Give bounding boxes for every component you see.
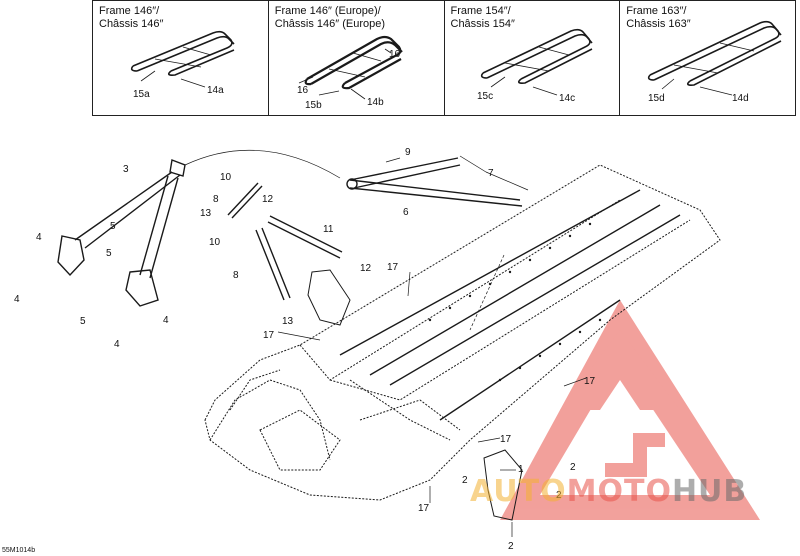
- callout-7: 7: [488, 168, 494, 179]
- mount-brackets: [307, 269, 523, 521]
- upper-column: [346, 157, 523, 207]
- steering-support: [57, 159, 186, 307]
- frame-title: Frame 146″/ Châssis 146″: [99, 5, 164, 30]
- callout-2: 2: [556, 490, 562, 501]
- callout-4: 4: [14, 294, 20, 305]
- watermark-text: AUTOMOTOHUB: [470, 474, 748, 509]
- frame-154-drawing: 15c 14c: [477, 28, 593, 104]
- frame-163-drawing: 15d 14d: [648, 20, 782, 104]
- frame-variant-154: Frame 154″/ Châssis 154″ 15c 14c: [445, 1, 621, 115]
- callout-15b: 15b: [305, 100, 322, 111]
- frame-variant-163: Frame 163″/ Châssis 163″ 15d 14d: [620, 1, 795, 115]
- support-rods: [227, 182, 343, 301]
- callout-10: 10: [220, 172, 232, 183]
- callout-15d: 15d: [648, 93, 665, 104]
- callout-14a: 14a: [207, 85, 224, 96]
- frame-title: Frame 146″ (Europe)/ Châssis 146″ (Europ…: [274, 5, 386, 30]
- callout-12: 12: [262, 194, 274, 205]
- callout-2: 2: [508, 541, 514, 552]
- callout-14c: 14c: [559, 93, 575, 104]
- callout-1: 1: [518, 464, 524, 475]
- callout-15a: 15a: [133, 89, 150, 100]
- frame-variant-146: Frame 146″/ Châssis 146″ 15a 14a: [93, 1, 269, 115]
- frame-variant-146-europe: Frame 146″ (Europe)/ Châssis 146″ (Europ…: [269, 1, 445, 115]
- callout-17: 17: [584, 376, 596, 387]
- callout-4: 4: [36, 232, 42, 243]
- callout-15c: 15c: [477, 91, 493, 102]
- callout-2: 2: [462, 475, 468, 486]
- tunnel-rails: [339, 189, 681, 421]
- callout-8: 8: [233, 270, 239, 281]
- callout-14d: 14d: [732, 93, 749, 104]
- frame-146-europe-drawing: 16 16 15b 14b: [297, 35, 403, 111]
- callout-5: 5: [80, 316, 86, 327]
- rivet-dots: [428, 222, 602, 382]
- frame-title: Frame 154″/ Châssis 154″: [450, 5, 515, 30]
- callout-3: 3: [123, 164, 129, 175]
- callout-16: 16: [297, 85, 309, 96]
- callout-8: 8: [213, 194, 219, 205]
- callout-13: 13: [282, 316, 294, 327]
- callout-9: 9: [405, 147, 411, 158]
- callout-14b: 14b: [367, 97, 384, 108]
- callout-5: 5: [110, 221, 116, 232]
- callout-10: 10: [209, 237, 221, 248]
- frame-146-drawing: 15a 14a: [130, 30, 235, 100]
- document-code: 55M1014b: [2, 547, 36, 554]
- frame-variants-table: Frame 146″/ Châssis 146″ 15a 14a Frame 1…: [92, 0, 796, 116]
- callout-6: 6: [403, 207, 409, 218]
- callout-5: 5: [106, 248, 112, 259]
- callout-17: 17: [500, 434, 512, 445]
- callout-16: 16: [389, 49, 401, 60]
- callout-4: 4: [163, 315, 169, 326]
- leader-lines: [184, 149, 587, 537]
- tunnel-frame: [204, 164, 721, 501]
- callout-2: 2: [570, 462, 576, 473]
- callout-4: 4: [114, 339, 120, 350]
- frame-title: Frame 163″/ Châssis 163″: [626, 5, 691, 30]
- callout-11: 11: [323, 224, 334, 235]
- callout-17: 17: [263, 330, 275, 341]
- callout-17: 17: [387, 262, 399, 273]
- callout-17: 17: [418, 503, 430, 514]
- callout-12: 12: [360, 263, 372, 274]
- callout-13: 13: [200, 208, 212, 219]
